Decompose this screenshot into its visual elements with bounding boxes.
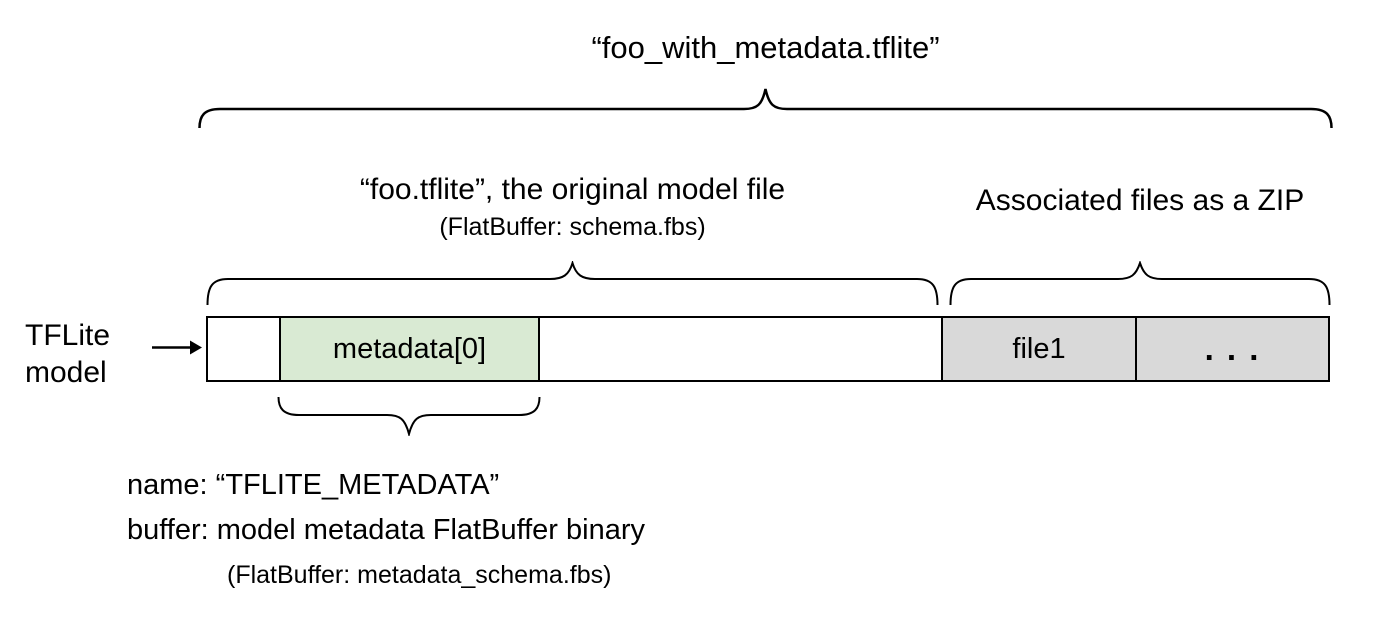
bar-segment-metadata: metadata[0] xyxy=(281,318,540,380)
bar-segment-header xyxy=(208,318,281,380)
metadata-annotation-schema: (FlatBuffer: metadata_schema.fbs) xyxy=(227,561,612,589)
metadata-annotation-name: name: “TFLITE_METADATA” xyxy=(127,469,500,501)
bar-segment-file1: file1 xyxy=(943,318,1137,380)
model-section-label: “foo.tflite”, the original model file (F… xyxy=(206,172,939,242)
metadata-annotation-buffer: buffer: model metadata FlatBuffer binary xyxy=(127,514,645,546)
metadata-segment-label: metadata[0] xyxy=(332,332,487,365)
metadata-brace-icon xyxy=(277,396,541,436)
arrow-icon xyxy=(152,340,202,355)
model-bar: metadata[0] file1 . . . xyxy=(206,316,1330,382)
file1-segment-label: file1 xyxy=(1012,332,1066,365)
tflite-model-label-line1: TFLite xyxy=(25,319,111,352)
top-brace-icon xyxy=(198,88,1333,129)
zip-section-label: Associated files as a ZIP xyxy=(975,184,1305,217)
model-file-brace-icon xyxy=(206,261,939,306)
bar-segment-model-body xyxy=(540,318,943,380)
model-section-title: “foo.tflite”, the original model file xyxy=(359,173,786,206)
file-title: “foo_with_metadata.tflite” xyxy=(591,30,940,65)
zip-brace-icon xyxy=(949,261,1331,306)
tflite-model-label-line2: model xyxy=(25,356,107,389)
bar-segment-more-files: . . . xyxy=(1137,318,1328,380)
metadata-annotation: name: “TFLITE_METADATA” buffer: model me… xyxy=(127,463,645,598)
more-files-segment-label: . . . xyxy=(1204,330,1261,367)
model-section-subtitle: (FlatBuffer: schema.fbs) xyxy=(439,213,706,241)
tflite-model-label: TFLite model xyxy=(25,317,110,391)
